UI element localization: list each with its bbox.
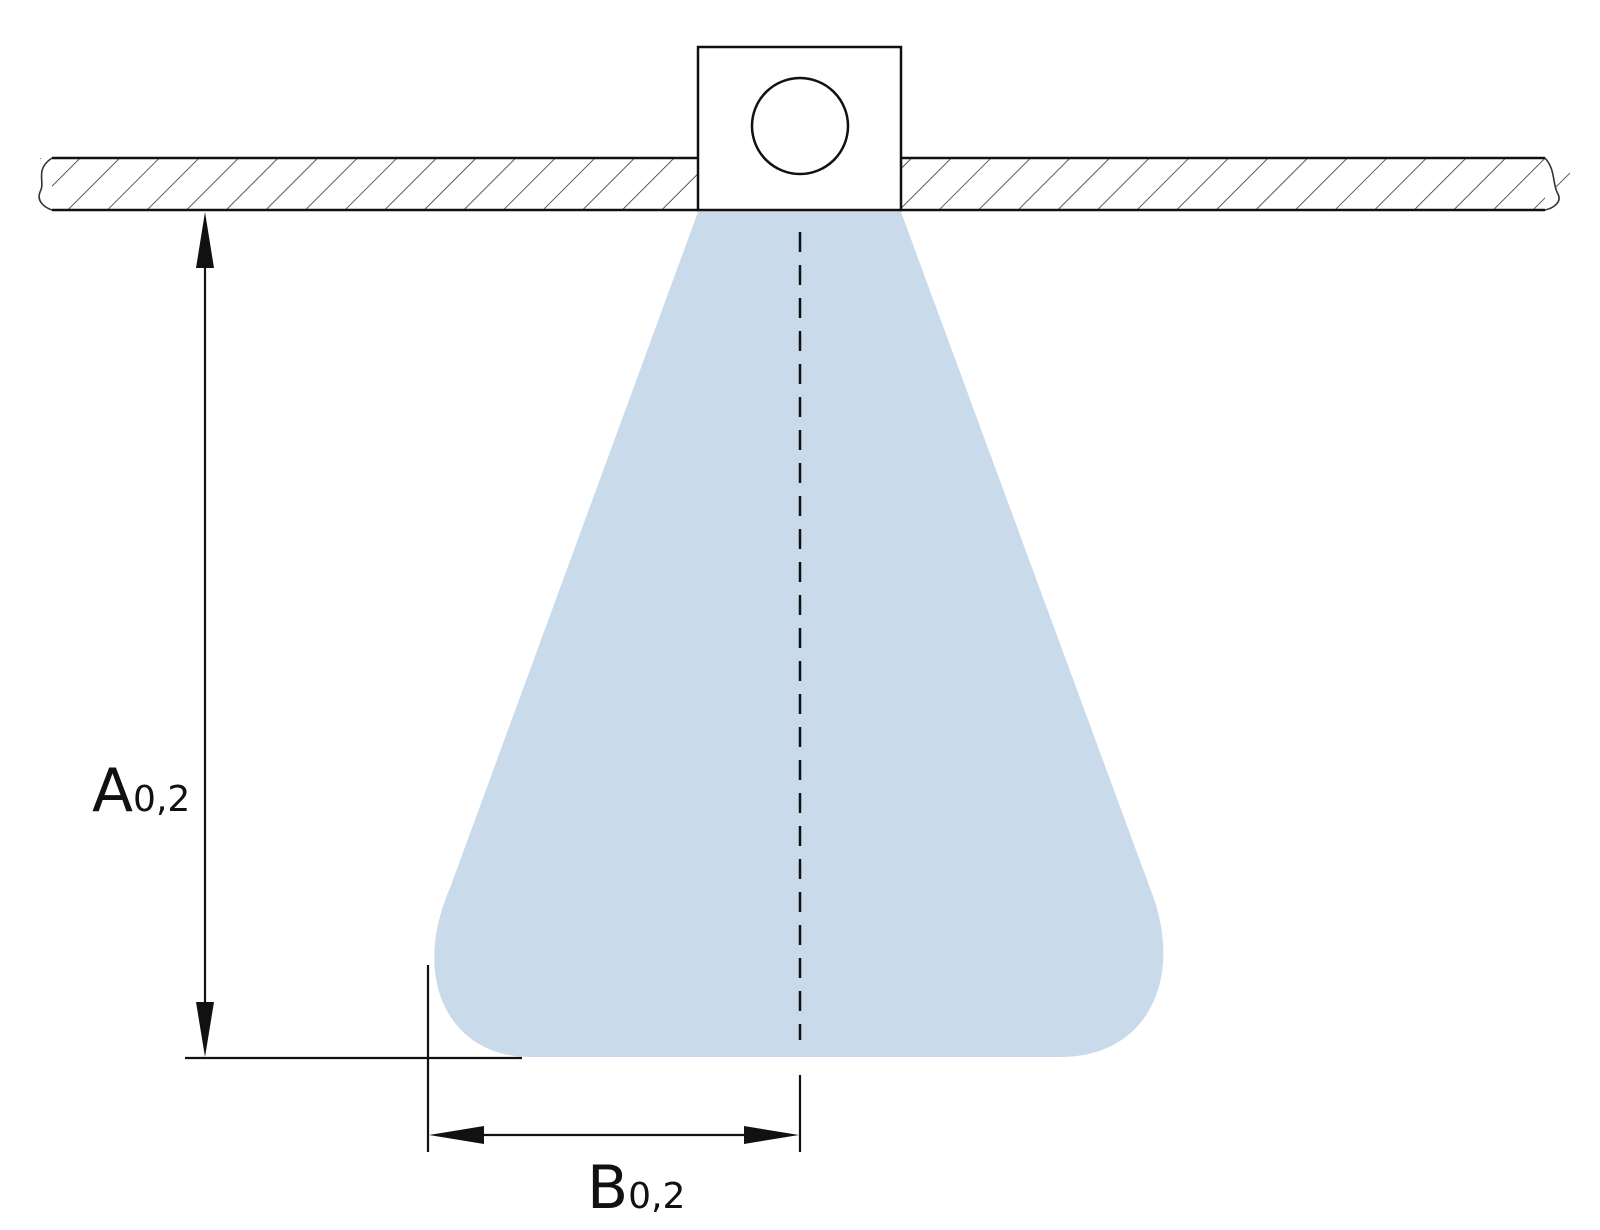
dimension-width: B0,2 (426, 965, 802, 1223)
dimension-height: A0,2 (92, 212, 522, 1060)
wall-break-left (38, 157, 53, 211)
height-arrow-top (196, 212, 214, 268)
height-arrow-bottom (196, 1002, 214, 1057)
wall-break-right (1544, 157, 1560, 211)
nozzle-circle-icon (750, 76, 850, 176)
width-label: B0,2 (587, 1153, 685, 1223)
width-arrow-left (429, 1126, 484, 1144)
mounting-wall (38, 156, 1570, 212)
height-label: A0,2 (92, 756, 190, 826)
nozzle (696, 45, 903, 212)
width-arrow-right (744, 1126, 799, 1144)
